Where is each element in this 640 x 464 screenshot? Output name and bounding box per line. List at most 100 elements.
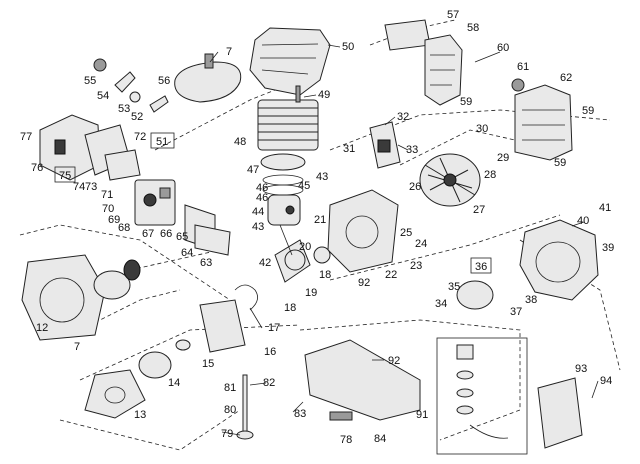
- callout-label: 59: [582, 105, 594, 117]
- boxed-callout-label: 36: [475, 261, 487, 273]
- callout-label: 66: [160, 228, 172, 240]
- callout-label: 39: [602, 242, 614, 254]
- tank-shape: [174, 61, 242, 103]
- callout-label: 58: [467, 22, 479, 34]
- callout-label: 78: [340, 434, 352, 446]
- recoil-starter-shape: [21, 254, 141, 341]
- callout-label: 13: [134, 409, 146, 421]
- callout-label: 35: [448, 281, 460, 293]
- callout-label: 12: [36, 322, 48, 334]
- callout-label: 18: [284, 302, 296, 314]
- cylinder-shape: [257, 85, 319, 151]
- callout-label: 80: [224, 404, 236, 416]
- callout-label: 22: [385, 269, 397, 281]
- gasket-plate-shape: [84, 369, 146, 419]
- callout-label: 29: [497, 152, 509, 164]
- callout-label: 7: [226, 46, 232, 58]
- callout-label: 79: [221, 428, 233, 440]
- callout-label: 74: [73, 181, 85, 193]
- callout-label: 84: [374, 433, 386, 445]
- callout-label: 72: [134, 131, 146, 143]
- boxed-callout-frame: [150, 132, 175, 149]
- callout-label: 46: [256, 192, 268, 204]
- callout-label: 53: [118, 103, 130, 115]
- callout-label: 38: [525, 294, 537, 306]
- callout-label: 19: [305, 287, 317, 299]
- boxed-callout-label: 75: [59, 170, 71, 182]
- callout-labels: 7 50 55 56 57 58 60 61 62 54 53 52 49 59…: [20, 9, 614, 446]
- piston-shape: [267, 194, 301, 226]
- callout-label: 68: [118, 222, 130, 234]
- callout-label: 76: [31, 162, 43, 174]
- callout-label: 49: [318, 89, 330, 101]
- callout-label: 83: [294, 408, 306, 420]
- callout-label: 71: [101, 189, 113, 201]
- callout-label: 7: [74, 341, 80, 353]
- part-shapes: [21, 19, 599, 455]
- callout-label: 42: [259, 257, 271, 269]
- callout-label: 54: [97, 90, 109, 102]
- callout-label: 44: [252, 206, 264, 218]
- callout-label: 45: [298, 180, 310, 192]
- callout-label: 67: [142, 228, 154, 240]
- callout-label: 64: [181, 247, 193, 259]
- callout-label: 59: [460, 96, 472, 108]
- callout-label: 61: [517, 61, 529, 73]
- callout-label: 43: [252, 221, 264, 233]
- crankcase-shape: [327, 189, 399, 273]
- callout-label: 50: [342, 41, 354, 53]
- clutch-housing-shape: [199, 299, 246, 353]
- callout-label: 63: [200, 257, 212, 269]
- callout-label: 55: [84, 75, 96, 87]
- callout-label: 48: [234, 136, 246, 148]
- callout-label: 21: [314, 214, 326, 226]
- callout-label: 27: [473, 204, 485, 216]
- callout-label: 26: [409, 181, 421, 193]
- fan-housing-shape: [519, 219, 599, 301]
- callout-label: 70: [102, 203, 114, 215]
- boxed-callout-frame: [54, 166, 76, 183]
- callout-label: 34: [435, 298, 447, 310]
- callout-label: 93: [575, 363, 587, 375]
- callout-label: 14: [168, 377, 180, 389]
- callout-label: 23: [410, 260, 422, 272]
- kit-box-shape: [436, 337, 528, 455]
- callout-label: 92: [388, 355, 400, 367]
- boxed-callout-frame: [470, 257, 492, 274]
- muffler-cover-shape: [514, 84, 573, 161]
- callout-label: 46: [256, 182, 268, 194]
- callout-label: 30: [476, 123, 488, 135]
- callout-label: 92: [358, 277, 370, 289]
- callout-label: 28: [484, 169, 496, 181]
- callout-label: 59: [554, 157, 566, 169]
- callout-label: 82: [263, 377, 275, 389]
- flywheel-shape: [419, 153, 481, 207]
- callout-label: 65: [176, 231, 188, 243]
- boxed-callout-label: 51: [156, 136, 168, 148]
- callout-label: 41: [599, 202, 611, 214]
- callout-label: 91: [416, 409, 428, 421]
- callout-label: 24: [415, 238, 427, 250]
- callout-label: 60: [497, 42, 509, 54]
- callout-label: 43: [316, 171, 328, 183]
- callout-label: 37: [510, 306, 522, 318]
- engine-cover-shape: [249, 27, 331, 96]
- callout-label: 62: [560, 72, 572, 84]
- callout-label: 15: [202, 358, 214, 370]
- callout-label: 17: [268, 322, 280, 334]
- callout-label: 94: [600, 375, 612, 387]
- callout-label: 16: [264, 346, 276, 358]
- guard-shape: [537, 377, 583, 449]
- callout-label: 20: [299, 241, 311, 253]
- callout-label: 77: [20, 131, 32, 143]
- callout-label: 52: [131, 111, 143, 123]
- callout-label: 31: [343, 143, 355, 155]
- carburetor-shape: [134, 179, 231, 256]
- callout-label: 69: [108, 214, 120, 226]
- callout-label: 73: [85, 181, 97, 193]
- callout-label: 18: [319, 269, 331, 281]
- leader-ticks: [209, 44, 599, 436]
- callout-label: 81: [224, 382, 236, 394]
- callout-label: 25: [400, 227, 412, 239]
